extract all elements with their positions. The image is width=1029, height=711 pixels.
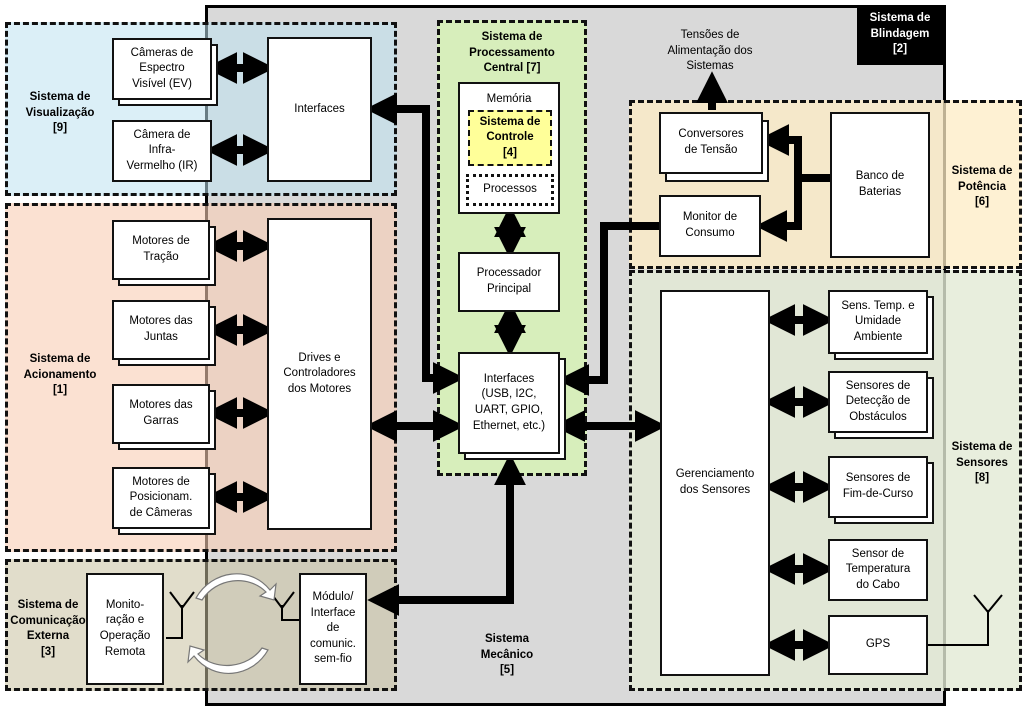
processing-system-label: Sistema de Processamento Central [7] (469, 31, 555, 75)
visible-spectrum-cameras-box: Câmeras de Espectro Visível (EV) (112, 38, 212, 100)
wireless-module-box: Módulo/ Interface de comunic. sem-fio (299, 573, 367, 685)
obstacle-sensors-box: Sensores de Detecção de Obstáculos (828, 371, 928, 433)
cable-temperature-sensor-box: Sensor de Temperatura do Cabo (828, 539, 928, 601)
gripper-motors-box: Motores das Garras (112, 384, 210, 444)
gps-box: GPS (828, 615, 928, 675)
camera-positioning-motors-box: Motores de Posicionam. de Câmeras (112, 467, 210, 529)
temp-humidity-sensor-box: Sens. Temp. e Umidade Ambiente (828, 290, 928, 354)
visualization-system-label: Sistema de Visualização [9] (25, 91, 95, 135)
mechanical-system-label: Sistema Mecânico [5] (480, 633, 534, 677)
actuation-system-label: Sistema de Acionamento [1] (23, 353, 97, 397)
remote-monitoring-box: Monito- ração e Operação Remota (86, 573, 164, 685)
memory-label: Memória (486, 93, 532, 105)
battery-bank-box: Banco de Baterias (830, 112, 930, 258)
infrared-camera-box: Câmera de Infra- Vermelho (IR) (112, 120, 212, 182)
voltage-converters-box: Conversores de Tensão (659, 112, 763, 174)
visualization-interfaces-box: Interfaces (267, 37, 372, 182)
control-system-box: Sistema de Controle [4] (468, 110, 552, 166)
communication-system-label: Sistema de Comunicação Externa [3] (10, 599, 86, 658)
power-monitor-box: Monitor de Consumo (659, 195, 761, 257)
traction-motors-box: Motores de Tração (112, 220, 210, 280)
sensor-manager-box: Gerenciamento dos Sensores (660, 290, 770, 676)
power-system-label: Sistema de Potência [6] (951, 165, 1013, 209)
sensors-system-label: Sistema de Sensores [8] (951, 441, 1013, 485)
processing-interfaces-box: Interfaces (USB, I2C, UART, GPIO, Ethern… (458, 352, 560, 454)
motor-drives-box: Drives e Controladores dos Motores (267, 218, 372, 530)
joint-motors-box: Motores das Juntas (112, 300, 210, 360)
shielding-system-label: Sistema de Blindagem [2] (857, 7, 943, 65)
processes-box: Processos (466, 174, 554, 206)
endstop-sensors-box: Sensores de Fim-de-Curso (828, 456, 928, 518)
main-processor-box: Processador Principal (458, 252, 560, 312)
supply-voltages-label: Tensões de Alimentação dos Sistemas (667, 29, 753, 73)
